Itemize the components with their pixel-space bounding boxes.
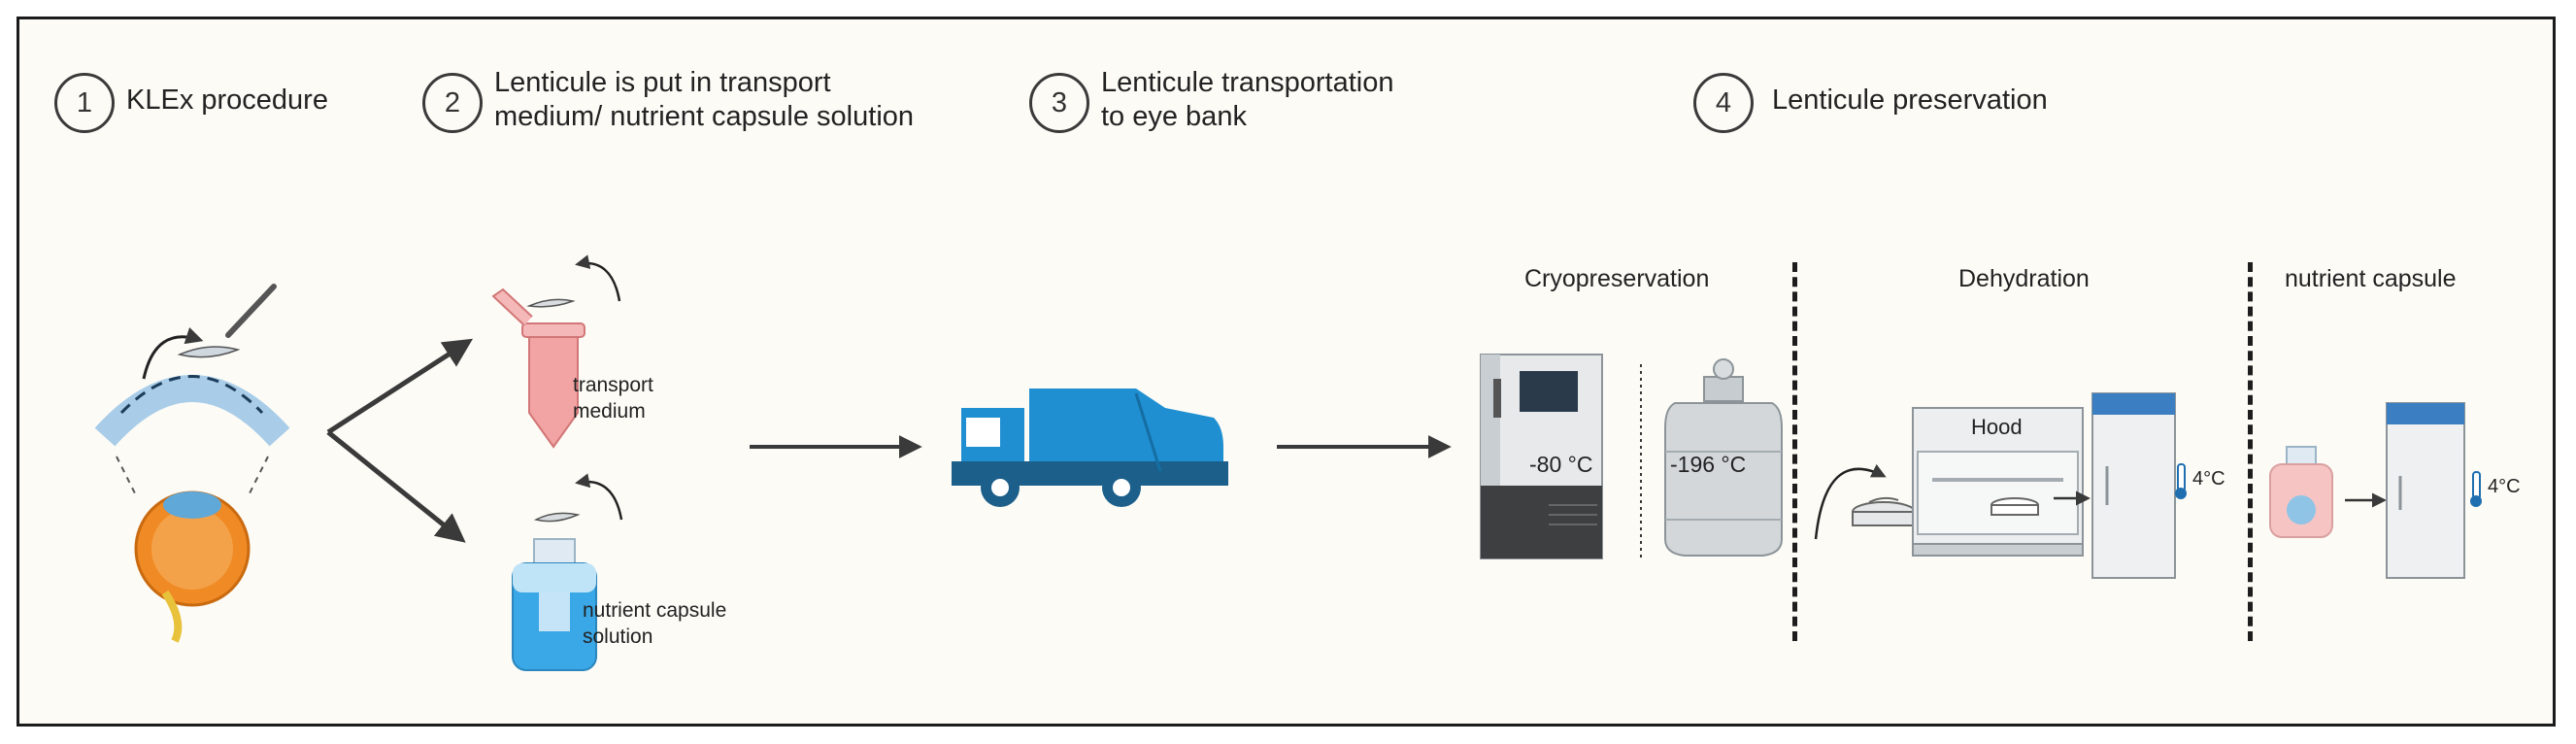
step-2-title: Lenticule is put in transport medium/ nu… [494, 66, 914, 134]
freezer-temperature: -80 °C [1529, 452, 1593, 477]
nutrient-solution-line-2: solution [583, 626, 653, 648]
transport-medium-label: transport medium [573, 372, 653, 424]
transport-medium-line-1: transport [573, 374, 653, 396]
thermometer-icon [2175, 463, 2187, 499]
truck-icon [952, 389, 1228, 507]
figure-frame: 1 KLEx procedure 2 Lenticule is put in t… [17, 17, 2556, 727]
step-4-number: 4 [1693, 73, 1754, 133]
dehydration-label: Dehydration [1958, 265, 2090, 292]
step-4-title: Lenticule preservation [1772, 84, 2048, 118]
step-1-number: 1 [54, 73, 115, 133]
nutrient-capsule-label: nutrient capsule [2285, 265, 2457, 292]
divider-cryo-dehydration [1792, 262, 1797, 641]
step-3-line-1: Lenticule transportation [1101, 67, 1394, 98]
step-3-line-2: to eye bank [1101, 101, 1247, 132]
nitrogen-tank-temperature: -196 °C [1670, 452, 1747, 477]
ultra-low-freezer-illustration [1480, 354, 1603, 559]
nutrient-bottle-illustration [512, 473, 623, 671]
step-2-line-1: Lenticule is put in transport [494, 67, 831, 98]
step-3-title: Lenticule transportation to eye bank [1101, 66, 1393, 134]
cryopreservation-label: Cryopreservation [1524, 265, 1710, 292]
step-2-number: 2 [422, 73, 483, 133]
thermometer-icon [2470, 471, 2482, 507]
step-4-line-1: Lenticule preservation [1772, 85, 2048, 116]
nutrient-solution-line-1: nutrient capsule [583, 599, 727, 622]
step-1-title: KLEx procedure [126, 84, 328, 118]
step-1-line-1: KLEx procedure [126, 85, 328, 116]
dehydration-fridge-temperature: 4°C [2192, 468, 2225, 490]
transport-tube-illustration [491, 254, 621, 449]
transport-medium-line-2: medium [573, 400, 646, 423]
hood-label: Hood [1971, 415, 2023, 439]
arrow-to-transport-medium [326, 338, 474, 435]
nutrient-capsule-solution-label: nutrient capsule solution [583, 597, 726, 650]
nutrient-fridge-temperature: 4°C [2488, 476, 2521, 497]
divider-dehydration-nutrient [2248, 262, 2253, 641]
liquid-nitrogen-tank-illustration [1664, 358, 1783, 557]
nutrient-capsule-bottle [2269, 446, 2333, 538]
fume-hood-illustration [1912, 407, 2084, 557]
eye-illustration [134, 490, 251, 643]
dehydration-lenticule-dish [1814, 463, 1961, 540]
cornea-lenticule-illustration [94, 284, 290, 496]
dehydration-fridge-illustration [2091, 392, 2176, 579]
nutrient-fridge-illustration [2386, 402, 2465, 579]
arrow-to-nutrient-solution [326, 430, 466, 543]
diagram-illustrations [94, 254, 2482, 671]
step-3-number: 3 [1029, 73, 1089, 133]
step-2-line-2: medium/ nutrient capsule solution [494, 101, 915, 132]
